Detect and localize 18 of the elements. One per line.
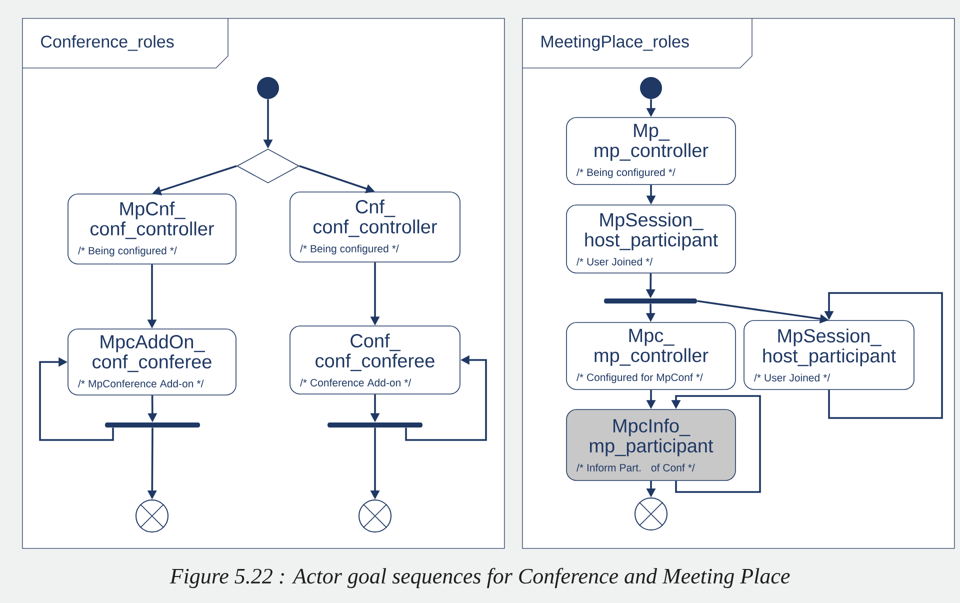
state-box: MpcAddOn_ conf_conferee /* MpConference Add-on */ [68,328,236,396]
state-box: Mp_ mp_controller /* Being configured */ [566,117,736,185]
panel-tab: Conference_roles [22,18,228,68]
initial-state-dot [640,77,662,99]
arrow [39,357,114,441]
state-box: MpSession_ host_participant /* User Joined */ [744,320,914,390]
state-box: Mpc_ mp_controller /* Configured for MpConf */ [566,322,736,390]
initial-state-dot [257,77,279,99]
figure-caption: Figure 5.22 : Actor goal sequences for Conference and Meeting Place [170,568,790,588]
state-box: Cnf_ conf_controller /* Being configured */ [290,192,460,262]
panel-tab: MeetingPlace_roles [522,18,752,68]
final-state-symbol [358,500,392,532]
final-state-symbol [136,500,168,532]
final-state-symbol [634,498,668,530]
state-box: MpCnf_ conf_controller /* Being configured */ [68,194,236,264]
state-box: Conf_ conf_conferee /* Conference Add-on */ [290,326,460,394]
state-box: MpcInfo_ mp_participant /* Inform Part. of Conf */ [566,409,736,481]
state-box: MpSession_ host_participant /* User Joined */ [566,204,736,274]
